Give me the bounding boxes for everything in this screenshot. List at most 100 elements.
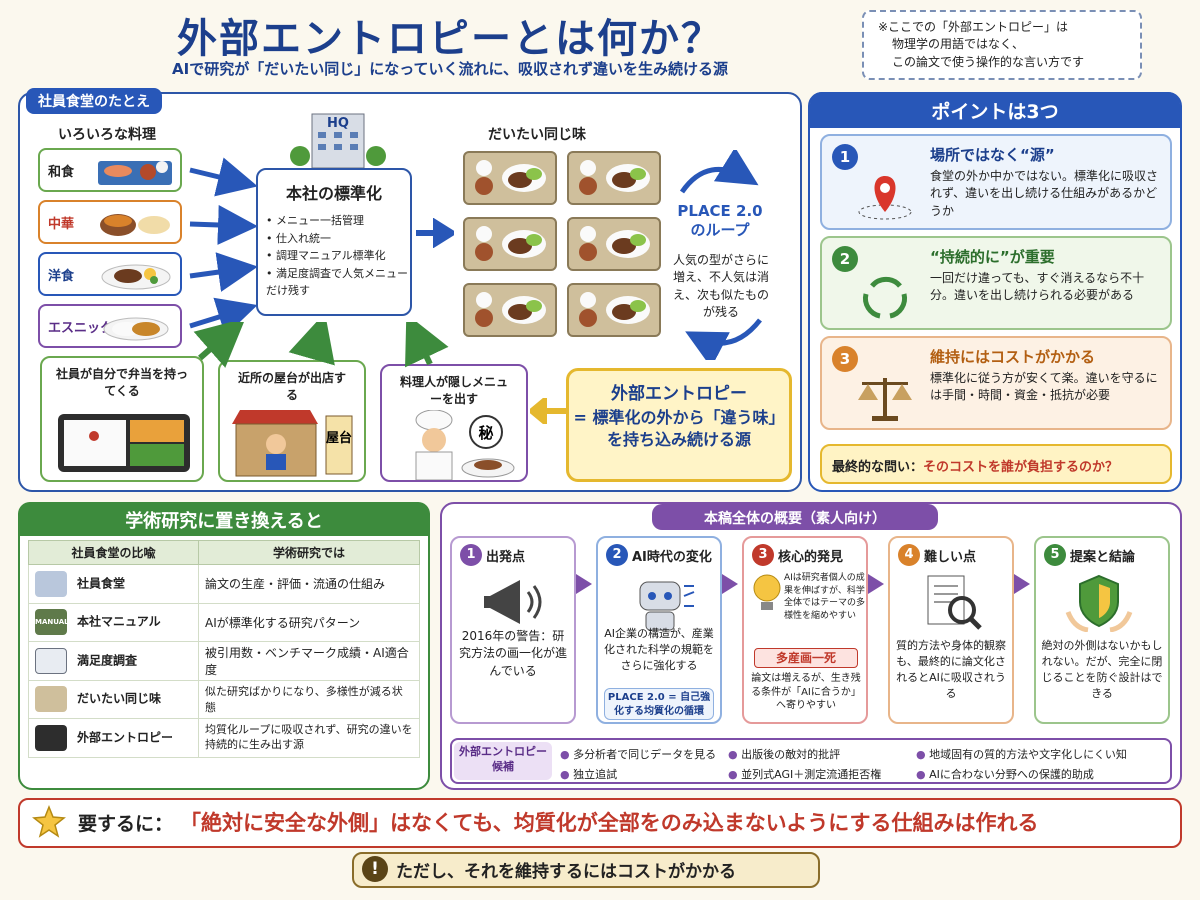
meal-tray-icon — [35, 686, 67, 713]
step-arrow-icon — [722, 574, 738, 594]
table-header: 学術研究では — [198, 540, 420, 565]
table-cell: だいたい同じ味 — [77, 691, 162, 706]
arrow-icon — [405, 322, 449, 368]
note-line: ※ここでの「外部エントロピー」は — [878, 20, 1069, 34]
chef-icon: 秘 — [415, 410, 515, 480]
source-bento: 社員が自分で弁当を持ってくる — [40, 356, 204, 482]
table-cell: 被引用数・ベンチマーク成績・AI適合度 — [198, 641, 420, 681]
arrow-icon — [189, 252, 258, 292]
table-row: だいたい同じ味 似た研究ばかりになり、多様性が減る状態 — [28, 679, 420, 719]
summary-label: 要するに： — [78, 813, 174, 835]
final-question-text: そのコストを誰が負担するのか？ — [923, 460, 1119, 475]
summary-text: 「絶対に安全な外側」はなくても、均質化が全部をのみ込まないようにする仕組みは作れ… — [180, 811, 1039, 835]
source-food-stall: 近所の屋台が出店する 屋台 — [218, 360, 366, 482]
overview-step-4: 4 難しい点 質的方法や身体的観察も、最終的に論文化されるとAIに吸収されうる — [888, 536, 1014, 724]
comparison-table: 社員食堂の比喩 学術研究では 社員食堂 論文の生産・評価・流通の仕組み MANU… — [28, 540, 420, 758]
academic-tag: 学術研究に置き換えると — [18, 502, 430, 536]
lightbulb-icon — [753, 574, 781, 610]
candidate-item: 地域固有の質的方法や文字化しにくい知 — [916, 746, 1127, 762]
hq-list-item: 仕入れ統一 — [266, 230, 410, 248]
dish-label: 和食 — [48, 165, 75, 180]
point-title: 場所ではなく“源” — [930, 146, 1055, 164]
scale-icon — [858, 378, 912, 421]
chuka-bowl-icon — [100, 214, 170, 236]
ethnic-curry-icon — [103, 317, 169, 341]
loop-arrow-icon — [679, 150, 759, 194]
same-meal-trays-icon — [463, 151, 661, 337]
dish-washoku: 和食 — [38, 148, 182, 192]
document-search-icon — [927, 575, 982, 630]
point-desc: 食堂の外か中かではない。標準化に吸収されず、違いを出し続ける仕組みがあるかどうか — [930, 169, 1159, 218]
megaphone-icon — [484, 580, 542, 624]
hq-list-item: 満足度調査で人気メニューだけ残す — [266, 265, 410, 300]
table-cell: 社員食堂 — [77, 576, 126, 591]
location-pin-icon — [858, 176, 912, 220]
candidate-item: 並列式AGI＋測定流通拒否権 — [728, 766, 881, 782]
point-2: 2 “持続的に”が重要 一回だけ違っても、すぐ消えるなら不十分。違いを出し続けら… — [820, 236, 1172, 330]
step-extra: 論文は増えるが、生き残る条件が「AIに合うか」へ寄りやすい — [751, 673, 861, 711]
step-title: 難しい点 — [924, 550, 977, 565]
source-label: 近所の屋台が出店する — [238, 371, 347, 402]
overview-tag: 本稿全体の概要（素人向け） — [652, 504, 938, 530]
exclamation-icon: ! — [362, 856, 388, 882]
canteen-tag: 社員食堂のたとえ — [26, 88, 162, 114]
ext-to-chef-arrow — [530, 398, 566, 424]
hq-list-item: メニュー一括管理 — [266, 212, 410, 230]
point-number: 3 — [832, 346, 858, 372]
ext-description: = 標準化の外から「違う味」を持ち込み続ける源 — [573, 408, 785, 450]
step-number: 2 — [606, 544, 628, 566]
source-secret-menu: 料理人が隠しメニューを出す 秘 — [380, 364, 528, 482]
arrow-icon — [530, 398, 566, 424]
dish-label: エスニック — [48, 321, 114, 336]
table-row: 外部エントロピー 均質化ループに吸収されず、研究の違いを持続的に生み出す源 — [28, 718, 420, 758]
ext-title: 外部エントロピー — [611, 384, 747, 404]
dish-to-hq-arrows — [189, 157, 258, 336]
hq-to-trays-arrow — [416, 218, 454, 248]
external-entropy-box: 外部エントロピー = 標準化の外から「違う味」を持ち込み続ける源 — [566, 368, 792, 482]
warning-text: ただし、それを維持するにはコストがかかる — [396, 862, 736, 882]
step-number: 3 — [752, 544, 774, 566]
step-arrow-icon — [576, 574, 592, 594]
arrow-icon — [288, 322, 335, 366]
place-loop-note: PLACE 2.0 = 自己強化する均質化の循環 — [604, 688, 714, 720]
yoshoku-plate-icon — [101, 264, 171, 290]
loop-title: PLACE 2.0のループ — [677, 202, 763, 239]
point-number: 1 — [832, 144, 858, 170]
table-cell: 似た研究ばかりになり、多様性が減る状態 — [198, 679, 420, 719]
shield-hands-icon — [1065, 574, 1133, 632]
step-number: 4 — [898, 544, 920, 566]
hq-sign: HQ — [327, 116, 349, 131]
table-cell: 外部エントロピー — [77, 730, 174, 745]
table-cell: 本社マニュアル — [77, 614, 161, 629]
final-question: 最終的な問い：そのコストを誰が負担するのか？ — [820, 444, 1172, 484]
bento-chef-icon — [35, 724, 67, 751]
hq-standardization-box: 本社の標準化 メニュー一括管理 仕入れ統一 調理マニュアル標準化 満足度調査で人… — [256, 168, 412, 316]
note-box: ※ここでの「外部エントロピー」は 物理学の用語ではなく、 この論文で使う操作的な… — [862, 10, 1142, 80]
step-arrow-icon — [1014, 574, 1030, 594]
note-line: 物理学の用語ではなく、 — [892, 37, 1025, 52]
page-subtitle: AIで研究が「だいたい同じ」になっていく流れに、吸収されず違いを生み続ける源 — [172, 60, 728, 78]
hq-building-icon: HQ — [290, 113, 386, 168]
point-title: “持続的に”が重要 — [930, 248, 1055, 266]
warning-box — [352, 852, 820, 888]
step-title: 出発点 — [486, 550, 526, 565]
candidate-item: AIに合わない分野への保護的助成 — [916, 766, 1094, 782]
food-stall-icon: 屋台 — [232, 410, 353, 477]
candidates-label: 外部エントロピー候補 — [454, 742, 552, 780]
loop-arrow-icon — [685, 318, 762, 360]
robot-icon — [639, 581, 695, 631]
table-cell: 論文の生産・評価・流通の仕組み — [198, 564, 420, 604]
overview-step-3: 3 核心的発見 AIは研究者個人の成果を伸ばすが、科学全体ではテーマの多様性を縮… — [742, 536, 868, 724]
dish-label: 中華 — [48, 217, 75, 232]
step-body: AIは研究者個人の成果を伸ばすが、科学全体ではテーマの多様性を縮めやすい — [784, 573, 866, 621]
step-arrow-icon — [868, 574, 884, 594]
source-label: 料理人が隠しメニューを出す — [399, 375, 508, 406]
overview-step-1: 1 出発点 2016年の警告：研究方法の画一化が進んでいる — [450, 536, 576, 724]
star-icon — [32, 805, 66, 838]
step-title: AI時代の変化 — [632, 550, 712, 565]
candidate-item: 独立追試 — [560, 766, 617, 782]
dish-label: 洋食 — [48, 269, 75, 284]
bento-box-icon — [58, 414, 190, 472]
step-title: 核心的発見 — [778, 550, 844, 565]
